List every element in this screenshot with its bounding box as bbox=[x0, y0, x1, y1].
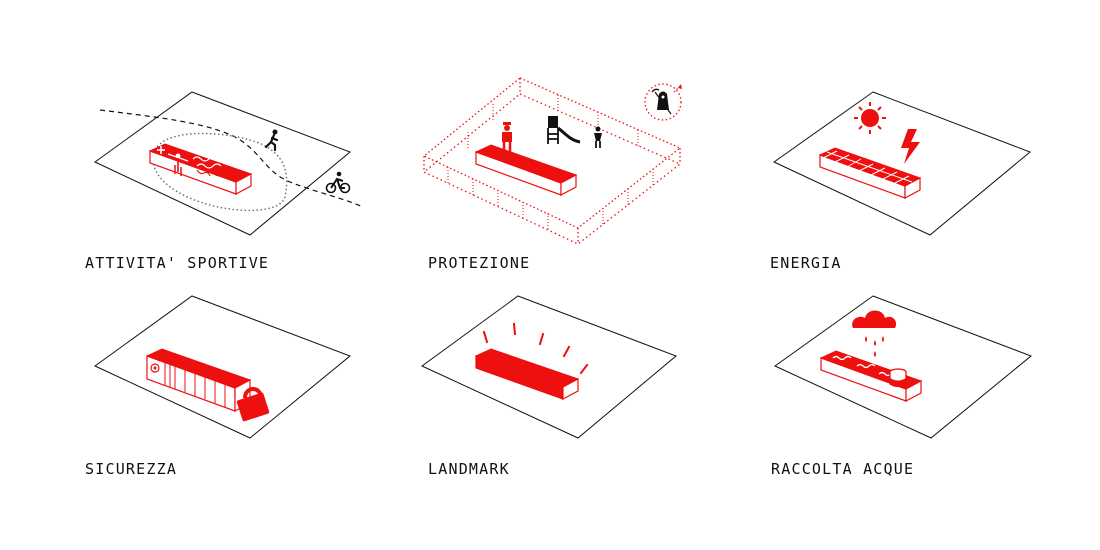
ground-plane bbox=[774, 295, 1032, 439]
ground-plane bbox=[94, 91, 351, 236]
padlock-icon bbox=[236, 387, 270, 422]
fitness-scribble-icon bbox=[192, 156, 226, 169]
panel-sicurezza: SICUREZZA bbox=[85, 228, 415, 478]
landmark-building bbox=[474, 348, 580, 400]
ground-plane bbox=[421, 295, 677, 439]
child-icon bbox=[594, 126, 602, 148]
caption-energia: ENERGIA bbox=[770, 254, 842, 272]
panel-raccolta-acque-drawing bbox=[774, 295, 1032, 439]
sport-building bbox=[148, 143, 253, 195]
guard-icon bbox=[502, 122, 512, 152]
panel-protezione-drawing bbox=[422, 77, 682, 245]
caption-sicurezza: SICUREZZA bbox=[85, 460, 178, 478]
secure-building bbox=[145, 348, 252, 412]
panel-protezione: PROTEZIONE bbox=[422, 22, 758, 272]
panel-attivita-sportive: ATTIVITA' SPORTIVE bbox=[85, 22, 415, 272]
panel-landmark: LANDMARK bbox=[421, 228, 758, 478]
raindrop-icon bbox=[865, 336, 884, 357]
caption-protezione: PROTEZIONE bbox=[428, 254, 531, 272]
guard-building bbox=[474, 144, 578, 196]
ground-plane bbox=[773, 91, 1031, 236]
panel-energia-drawing bbox=[773, 91, 1031, 236]
water-wave-icon bbox=[832, 355, 892, 377]
caption-landmark: LANDMARK bbox=[428, 460, 510, 478]
rain-cloud-icon bbox=[852, 310, 897, 328]
lightning-icon bbox=[901, 129, 920, 164]
path-dashed-line bbox=[99, 109, 364, 208]
weightlifter-icon bbox=[167, 153, 189, 172]
radiating-lines-icon bbox=[482, 322, 589, 375]
runner-icon bbox=[264, 129, 279, 152]
panel-sicurezza-drawing bbox=[94, 295, 351, 439]
solar-panel-icon bbox=[818, 147, 922, 199]
grim-reaper-icon bbox=[644, 83, 682, 121]
playground-slide-icon bbox=[547, 116, 581, 144]
panel-attivita-sportive-drawing bbox=[94, 91, 364, 236]
panel-energia: ENERGIA bbox=[770, 22, 1100, 272]
ground-plane bbox=[94, 295, 351, 439]
cross-icon bbox=[157, 146, 165, 154]
water-tank-icon bbox=[889, 368, 907, 388]
panel-raccolta-acque: RACCOLTA ACQUE bbox=[771, 228, 1100, 478]
fence-enclosure bbox=[422, 77, 682, 245]
panel-landmark-drawing bbox=[421, 295, 677, 439]
logo-mark-icon bbox=[150, 363, 160, 373]
cyclist-icon bbox=[325, 171, 351, 194]
area-dotted-boundary bbox=[152, 132, 288, 212]
sun-icon bbox=[854, 102, 886, 134]
caption-attivita-sportive: ATTIVITA' SPORTIVE bbox=[85, 254, 270, 272]
caption-raccolta-acque: RACCOLTA ACQUE bbox=[771, 460, 915, 478]
